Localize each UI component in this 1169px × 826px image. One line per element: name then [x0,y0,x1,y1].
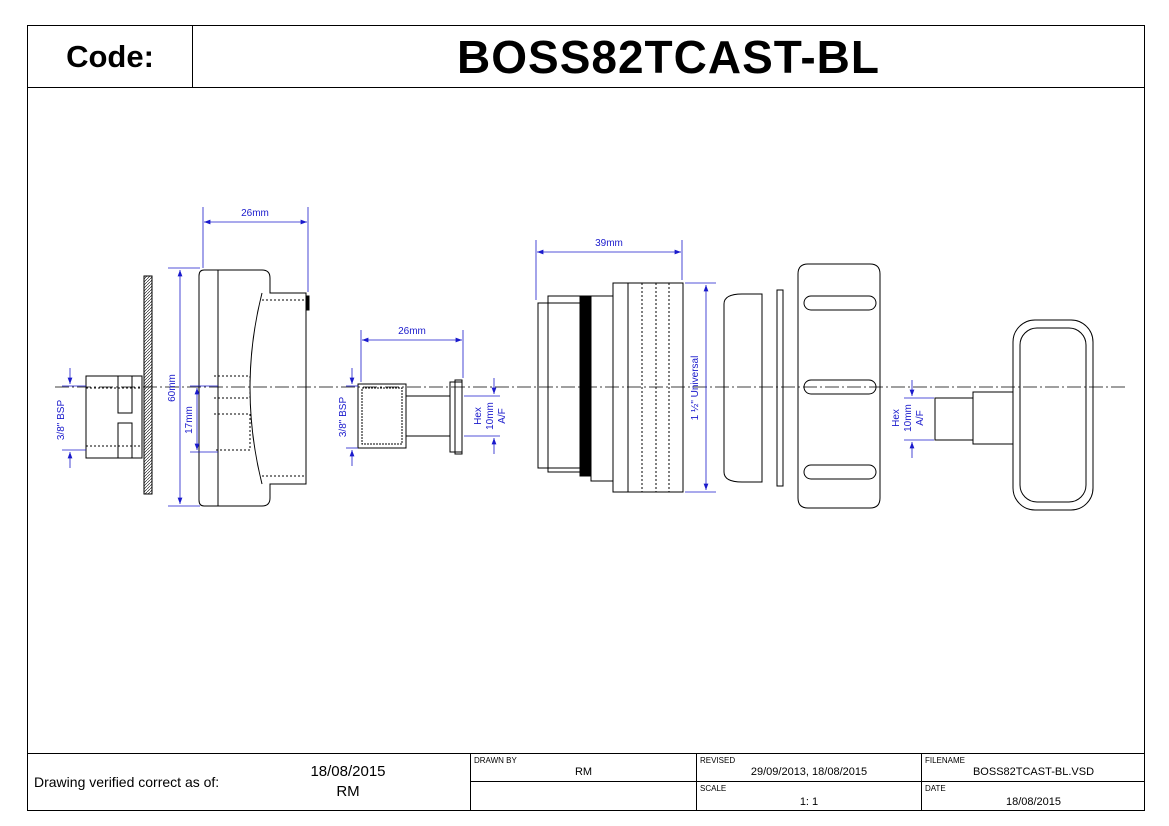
drawn-by-value: RM [574,766,593,778]
date-label: DATE [925,784,946,793]
spindle-hex-size: 10mm [485,402,496,430]
scale-label: SCALE [700,784,727,793]
verification-cell: Drawing verified correct as of: 18/08/20… [28,754,471,811]
filename-cell: FILENAME BOSS82TCAST-BL.VSD [922,754,1145,782]
verified-date: 18/08/2015 [310,763,386,780]
revised-value: 29/09/2013, 18/08/2015 [750,766,868,778]
backnut-part [797,263,881,509]
scale-cell: SCALE 1: 1 [697,782,922,811]
valve-body-part [537,282,684,493]
cap-insert-part [85,375,143,459]
gasket-plate [143,275,153,495]
title-block: Drawing verified correct as of: 18/08/20… [28,753,1145,811]
cap-width-dim: 26mm [241,208,269,219]
scale-value: 1: 1 [799,796,819,808]
date-value: 18/08/2015 [1005,796,1062,808]
filename-value: BOSS82TCAST-BL.VSD [972,766,1095,778]
tee-key-part [934,319,1094,511]
spindle-hex-af: A/F [497,408,508,424]
cap-thread-dim: 3/8" BSP [56,400,67,441]
washer [776,289,784,487]
key-hex-label: Hex [891,409,902,427]
spindle-length-dim: 26mm [398,326,426,337]
verified-label: Drawing verified correct as of: [34,774,220,790]
body-thread-dim: 1 ½" Universal [690,356,701,421]
revised-label: REVISED [700,756,736,765]
product-code: BOSS82TCAST-BL [457,30,880,83]
key-hex-af: A/F [915,410,926,426]
body-length-dim: 39mm [595,238,623,249]
empty-cell [471,782,697,811]
cap-height-dim: 60mm [167,374,178,402]
cap-part [198,269,310,507]
revised-cell: REVISED 29/09/2013, 18/08/2015 [697,754,922,782]
cap-bore-dim: 17mm [184,406,195,434]
drawing-frame: Code: BOSS82TCAST-BL Drawing verified co… [27,25,1145,811]
drawn-by-cell: DRAWN BY RM [471,754,697,782]
seal-ring [723,293,763,483]
spindle-part [357,379,463,455]
header: Code: BOSS82TCAST-BL [28,26,1144,88]
spindle-hex-label: Hex [473,407,484,425]
date-cell: DATE 18/08/2015 [922,782,1145,811]
filename-label: FILENAME [925,756,966,765]
exploded-assembly-drawing: 26mm 60mm 17mm 3/8" BSP 26mm 3/8" BSP He… [55,207,1125,511]
code-label: Code: [28,26,193,87]
spindle-thread-dim: 3/8" BSP [338,397,349,438]
key-hex-size: 10mm [903,404,914,432]
verified-by: RM [336,783,360,800]
drawn-by-label: DRAWN BY [474,756,517,765]
